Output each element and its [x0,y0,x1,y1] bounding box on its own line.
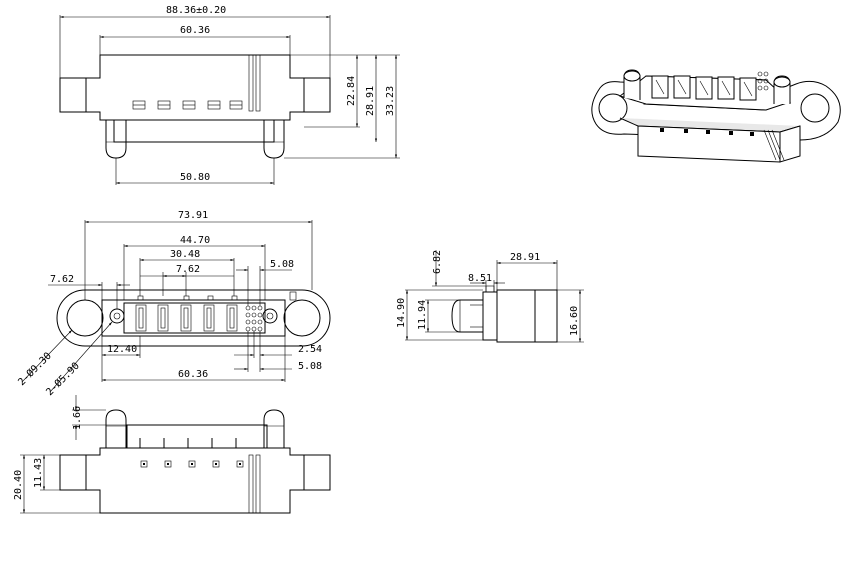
front-signal-pins [245,305,263,332]
dim-side-851: 8.51 [468,273,492,284]
dim-front-254: 2.54 [298,344,322,355]
dim-front-6036: 60.36 [178,369,208,380]
dim-bottom-166: 1.66 [72,406,83,430]
dim-top-height-2: 28.91 [365,86,376,116]
side-view: 28.91 8.51 6.82 14.90 11.94 16.60 [396,250,584,343]
dim-top-pin-span: 50.80 [180,172,210,183]
dim-bottom-1143: 11.43 [33,458,44,488]
dim-bottom-2040: 20.40 [13,470,24,500]
bottom-view: 1.66 20.40 11.43 [13,395,331,514]
dim-top-overall: 88.36±0.20 [166,5,226,16]
dim-front-1240: 12.40 [107,344,137,355]
dim-top-height-3: 33.23 [385,86,396,116]
dim-front-left-762: 7.62 [50,274,74,285]
dim-top-inner: 60.36 [180,25,210,36]
front-contacts [135,304,238,332]
dim-front-44: 44.70 [180,235,210,246]
dim-front-overall: 73.91 [178,210,208,221]
dim-top-height-1: 22.84 [346,76,357,106]
dim-front-762: 7.62 [176,264,200,275]
dim-hole-large: 2-Ø9.30 [16,350,54,388]
dim-side-2891: 28.91 [510,252,540,263]
front-view: 73.91 44.70 30.48 7.62 5.08 7.62 12.40 [16,210,331,398]
dim-side-682: 6.82 [432,250,443,274]
iso-pinholes [757,71,769,91]
bottom-contacts [140,460,244,468]
dim-front-508-bottom: 5.08 [298,361,322,372]
dim-side-1490: 14.90 [396,298,407,328]
dim-side-1660: 16.60 [569,306,580,336]
front-tabs [137,291,297,301]
isometric-view [591,69,841,163]
iso-grooves [763,129,785,161]
dim-front-30: 30.48 [170,249,200,260]
dim-hole-small: 2-Ø5.90 [44,360,82,398]
dim-front-508-top: 5.08 [270,259,294,270]
top-contacts [132,100,243,110]
top-view: 88.36±0.20 60.36 22.84 28.91 33.23 50.80 [59,5,400,185]
iso-slots [651,75,757,101]
dim-side-1194: 11.94 [417,300,428,330]
bottom-pins [139,438,237,448]
iso-contact-dots [660,128,754,136]
